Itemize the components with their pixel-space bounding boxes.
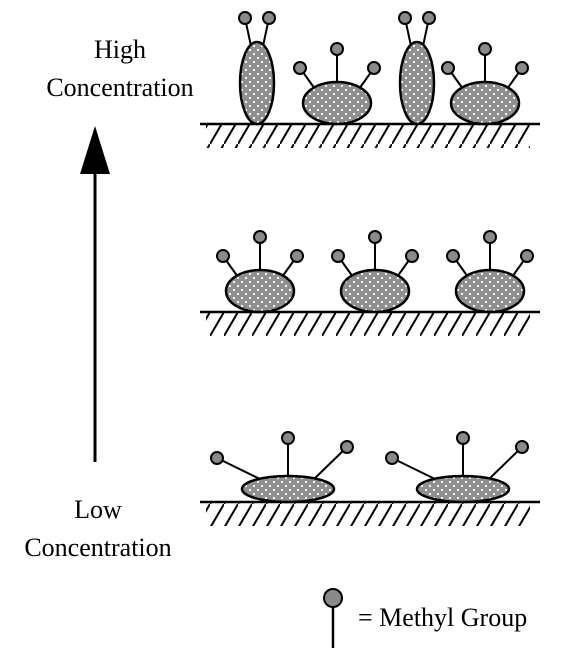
methyl-group-icon [385, 451, 399, 465]
high-label-line2: Concentration [46, 73, 193, 102]
methyl-group-icon [520, 249, 534, 263]
methyl-group-icon [515, 440, 529, 454]
surface-hatching [206, 124, 530, 148]
molecule-body [415, 474, 511, 504]
adsorbed-molecule [216, 230, 304, 314]
surface-hatching [206, 312, 530, 336]
adsorbed-molecule [385, 431, 529, 504]
adsorbed-molecule [441, 42, 529, 126]
methyl-stick [391, 457, 440, 482]
high-label-line1: High [94, 35, 146, 64]
methyl-group-icon [330, 42, 344, 56]
molecule-body [224, 268, 296, 314]
methyl-group-icon [441, 61, 455, 75]
surface-hatching [206, 502, 530, 526]
methyl-stick [216, 457, 265, 482]
low-label-line2: Concentration [24, 533, 171, 562]
methyl-group-icon [281, 431, 295, 445]
molecule-body [339, 268, 411, 314]
methyl-group-icon [483, 230, 497, 244]
methyl-group-icon [210, 451, 224, 465]
methyl-group-icon [478, 42, 492, 56]
concentration-arrow [80, 126, 110, 462]
legend-label: = Methyl Group [358, 603, 527, 632]
methyl-group-icon [368, 230, 382, 244]
methyl-group-icon [290, 249, 304, 263]
arrow-head [80, 126, 110, 174]
adsorbed-molecule [238, 11, 276, 126]
methyl-group-icon [216, 249, 230, 263]
adsorbed-molecule [446, 230, 534, 314]
methyl-group-icon [456, 431, 470, 445]
molecule-body [240, 474, 336, 504]
methyl-group-icon [515, 61, 529, 75]
adsorbed-molecule [331, 230, 419, 314]
adsorbed-molecule [398, 11, 436, 126]
methyl-group-icon [422, 11, 436, 25]
molecule-body [301, 80, 373, 126]
methyl-stick [486, 446, 523, 482]
methyl-group-icon [323, 588, 343, 608]
molecule-body [454, 268, 526, 314]
molecule-body [238, 40, 276, 126]
methyl-group-icon [367, 61, 381, 75]
adsorbed-molecule [210, 431, 354, 504]
methyl-group-icon [253, 230, 267, 244]
methyl-group-icon [446, 249, 460, 263]
molecule-body [449, 80, 521, 126]
methyl-stick [311, 446, 348, 482]
methyl-group-icon [340, 440, 354, 454]
adsorbed-molecule [293, 42, 381, 126]
low-label-line1: Low [74, 495, 122, 524]
surface-rows [200, 11, 540, 526]
molecule-body [398, 40, 436, 126]
methyl-group-icon [405, 249, 419, 263]
surface-row-low [200, 431, 540, 526]
surface-row-high [200, 11, 540, 148]
methyl-group-icon [262, 11, 276, 25]
methyl-group-icon [398, 11, 412, 25]
legend: = Methyl Group [323, 588, 527, 648]
surface-row-medium [200, 230, 540, 336]
methyl-group-icon [293, 61, 307, 75]
methyl-group-icon [331, 249, 345, 263]
methyl-group-icon [238, 11, 252, 25]
